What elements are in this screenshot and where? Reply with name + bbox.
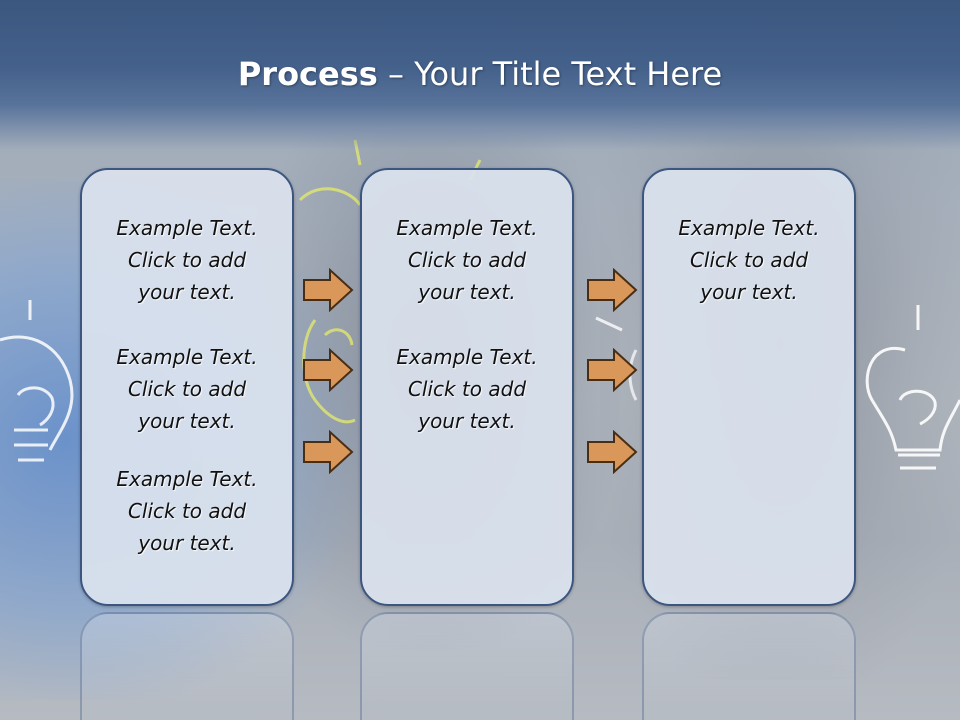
panel-reflection: [360, 612, 574, 720]
text-block[interactable]: Example Text. Click to add your text.: [82, 212, 292, 308]
text-line: Click to add: [407, 248, 527, 272]
right-arrow-icon[interactable]: [586, 268, 638, 312]
text-line: Example Text.: [396, 345, 538, 369]
panel-reflection: [642, 612, 856, 720]
lightbulb-icon: [865, 305, 960, 470]
text-block[interactable]: Example Text. Click to add your text.: [362, 212, 572, 308]
title-bold: Process: [237, 55, 378, 93]
right-arrow-icon[interactable]: [302, 430, 354, 474]
title-rest: – Your Title Text Here: [377, 55, 723, 93]
text-line: Click to add: [127, 499, 247, 523]
text-line: Click to add: [127, 377, 247, 401]
text-line: Example Text.: [678, 216, 820, 240]
text-line: your text.: [700, 280, 798, 304]
text-line: your text.: [418, 409, 516, 433]
text-block[interactable]: Example Text. Click to add your text.: [362, 341, 572, 437]
text-block[interactable]: Example Text. Click to add your text.: [644, 212, 854, 308]
right-arrow-icon[interactable]: [302, 268, 354, 312]
process-panel-3[interactable]: Example Text. Click to add your text.: [642, 168, 856, 606]
text-line: Example Text.: [116, 216, 258, 240]
process-panel-1[interactable]: Example Text. Click to add your text. Ex…: [80, 168, 294, 606]
text-line: Click to add: [407, 377, 527, 401]
slide-title[interactable]: Process – Your Title Text Here: [0, 52, 960, 96]
text-block[interactable]: Example Text. Click to add your text.: [82, 463, 292, 559]
header-bar: [0, 0, 960, 150]
text-line: Example Text.: [396, 216, 538, 240]
text-line: Click to add: [127, 248, 247, 272]
sketch-line: [595, 316, 623, 332]
lightbulb-icon: [0, 300, 74, 462]
text-line: Click to add: [689, 248, 809, 272]
right-arrow-icon[interactable]: [586, 430, 638, 474]
text-line: your text.: [138, 531, 236, 555]
text-block[interactable]: Example Text. Click to add your text.: [82, 341, 292, 437]
text-line: your text.: [138, 280, 236, 304]
panel-reflection: [80, 612, 294, 720]
text-line: your text.: [138, 409, 236, 433]
right-arrow-icon[interactable]: [586, 348, 638, 392]
text-line: your text.: [418, 280, 516, 304]
process-panel-2[interactable]: Example Text. Click to add your text. Ex…: [360, 168, 574, 606]
right-arrow-icon[interactable]: [302, 348, 354, 392]
text-line: Example Text.: [116, 467, 258, 491]
text-line: Example Text.: [116, 345, 258, 369]
